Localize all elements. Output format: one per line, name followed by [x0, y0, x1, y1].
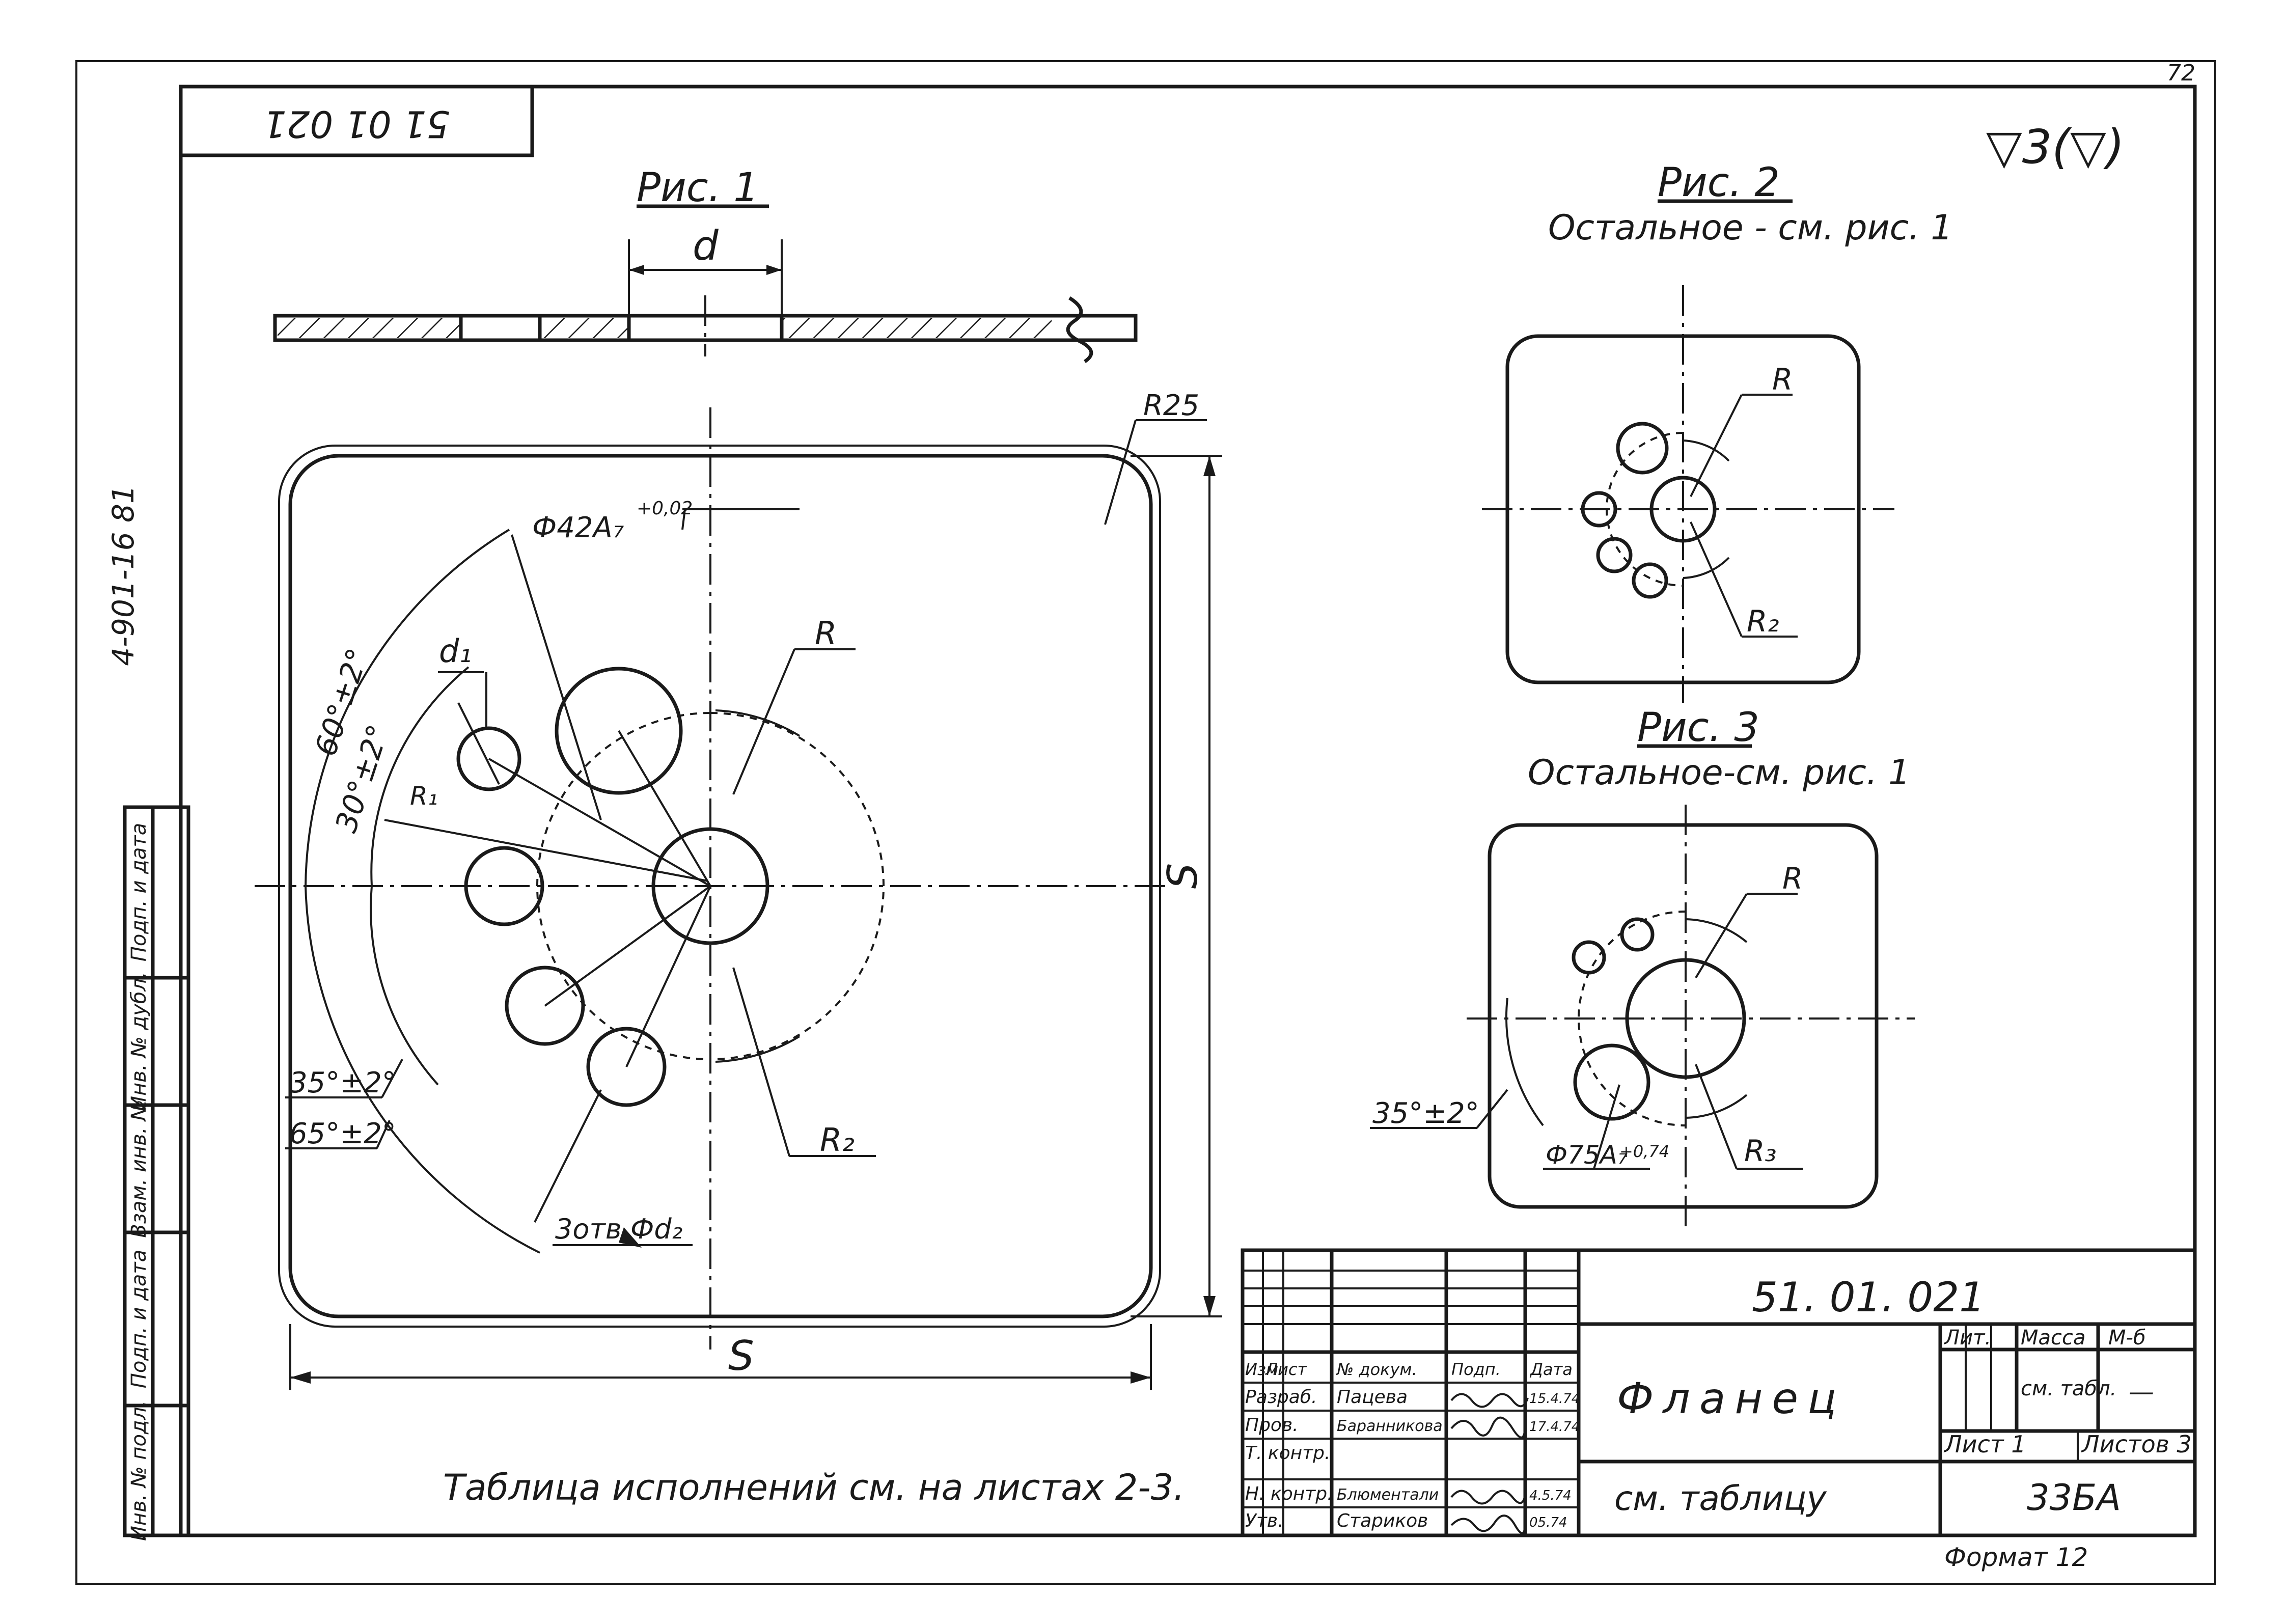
- dim-r1: R₁: [410, 781, 438, 811]
- dim-d1: d₁: [439, 632, 472, 670]
- dim-a35: 35°±2°: [289, 1066, 396, 1099]
- part-name: Фланец: [1617, 1373, 1846, 1423]
- fig2-plate: [1482, 285, 1894, 703]
- fig2-dim-r: R: [1772, 362, 1793, 397]
- fig3-dim-r3: R₃: [1744, 1134, 1777, 1168]
- scale-label: М-б: [2108, 1326, 2146, 1350]
- fig1-section-view: [273, 239, 1138, 363]
- tb-row-role: Утв.: [1245, 1510, 1284, 1531]
- tb-row-date: 15.4.74: [1529, 1391, 1580, 1407]
- side-approval-strip: Инв. № подл. Подп. и дата Взам. инв. № И…: [123, 805, 190, 1541]
- tb-row-date: 4.5.74: [1529, 1488, 1572, 1503]
- tb-row-role: Разраб.: [1245, 1387, 1317, 1408]
- sheet-number: 72: [2167, 60, 2195, 86]
- title-block: [1241, 1248, 2197, 1537]
- tb-header-doc: № докум.: [1336, 1360, 1417, 1379]
- dim-holes: 3отв.Фd₂: [555, 1213, 682, 1245]
- side-cell-2: Подп. и дата: [127, 1250, 151, 1388]
- tb-row-date: 05.74: [1529, 1515, 1567, 1530]
- fig3-dim-a35: 35°±2°: [1372, 1097, 1479, 1130]
- dim-r25: R25: [1143, 389, 1199, 422]
- tb-row-role: Н. контр.: [1245, 1483, 1333, 1504]
- dim-s-vertical: S: [1159, 863, 1206, 889]
- lit-label: Лит.: [1943, 1326, 1991, 1350]
- fig2-note: Остальное - см. рис. 1: [1548, 208, 1953, 248]
- scale-value: —: [2129, 1377, 2154, 1407]
- doc-code-rotated: 51 01 021: [263, 102, 450, 145]
- surface-finish-symbol: ▽3(▽): [1986, 120, 2125, 174]
- signature-4: [1450, 1515, 1526, 1534]
- hole-lower-right: [586, 1027, 667, 1107]
- tb-header-sign: Подп.: [1451, 1360, 1501, 1379]
- tb-row-role: Т. контр.: [1245, 1443, 1330, 1464]
- side-cell-5: Подп. и дата: [127, 823, 151, 961]
- fig3-note: Остальное-см. рис. 1: [1528, 753, 1910, 793]
- tb-header-list: Лист: [1265, 1360, 1307, 1379]
- mass-label: Масса: [2021, 1326, 2086, 1350]
- dim-phi42: Ф42А₇: [532, 511, 624, 544]
- tb-row-name: Пацева: [1337, 1387, 1408, 1408]
- doc-number: 51. 01. 021: [1752, 1274, 1985, 1321]
- fig3-dim-r: R: [1782, 861, 1803, 896]
- drawing-frame: [179, 85, 2197, 1537]
- table-note: Таблица исполнений см. на листах 2-3.: [443, 1467, 1185, 1508]
- hole-lower-left: [505, 966, 585, 1046]
- arc-35: [370, 666, 470, 1086]
- dim-a65: 65°±2°: [289, 1117, 396, 1150]
- tb-row-name: Стариков: [1337, 1510, 1428, 1531]
- side-code: 4-901-16 81: [106, 485, 141, 666]
- hole-d1-mid: [464, 846, 544, 926]
- fig3-title: Рис. 3: [1637, 705, 1759, 751]
- org-code: 33БА: [2027, 1477, 2121, 1519]
- fig1-plate: [255, 407, 1171, 1350]
- tb-header-date: Дата: [1529, 1360, 1573, 1379]
- sheet-trim: [75, 60, 2216, 1585]
- hole-phi42: [555, 667, 683, 795]
- fig2-dim-r2: R₂: [1747, 604, 1779, 639]
- material: см. таблицу: [1614, 1479, 1827, 1518]
- tb-row-role: Пров.: [1245, 1415, 1299, 1436]
- signature-1: [1450, 1393, 1529, 1408]
- signature-3: [1450, 1490, 1526, 1505]
- fig3-dim-phi75-tol: +0,74: [1619, 1142, 1669, 1161]
- mass-value: см. табл.: [2021, 1377, 2116, 1400]
- break-symbol: [1066, 296, 1093, 363]
- fig3-dim-phi75: Ф75А₇: [1546, 1140, 1628, 1170]
- fig3-plate: [1370, 805, 1915, 1232]
- side-cell-4: Инв. № дубл.: [127, 972, 151, 1111]
- tb-header-izm: Изм: [1245, 1360, 1278, 1379]
- center-bore: [651, 827, 769, 945]
- arc-65: [304, 529, 540, 1254]
- sheet-label: Лист 1: [1943, 1430, 2026, 1458]
- tb-row-name: Блюментали: [1337, 1486, 1439, 1504]
- doc-code-stamp: [179, 85, 534, 157]
- dim-d: d: [693, 222, 719, 269]
- sheets-label: Листов 3: [2081, 1430, 2192, 1458]
- dim-s-horizontal: S: [728, 1332, 754, 1380]
- dim-r2: R₂: [820, 1121, 855, 1159]
- side-cell-3: Взам. инв. №: [127, 1099, 151, 1238]
- signature-2: [1450, 1416, 1526, 1439]
- fig1-holes: [456, 534, 885, 1223]
- dim-r: R: [815, 615, 837, 652]
- tb-row-date: 17.4.74: [1529, 1419, 1580, 1435]
- format-label: Формат 12: [1944, 1543, 2088, 1572]
- fig2-title: Рис. 2: [1658, 160, 1780, 206]
- fig1-title: Рис. 1: [637, 165, 759, 211]
- tb-row-name: Баранникова: [1337, 1417, 1443, 1435]
- hole-d1-upper: [456, 726, 521, 791]
- side-cell-1: Инв. № подл.: [127, 1400, 151, 1541]
- dim-phi42-tol: +0,02: [637, 498, 693, 519]
